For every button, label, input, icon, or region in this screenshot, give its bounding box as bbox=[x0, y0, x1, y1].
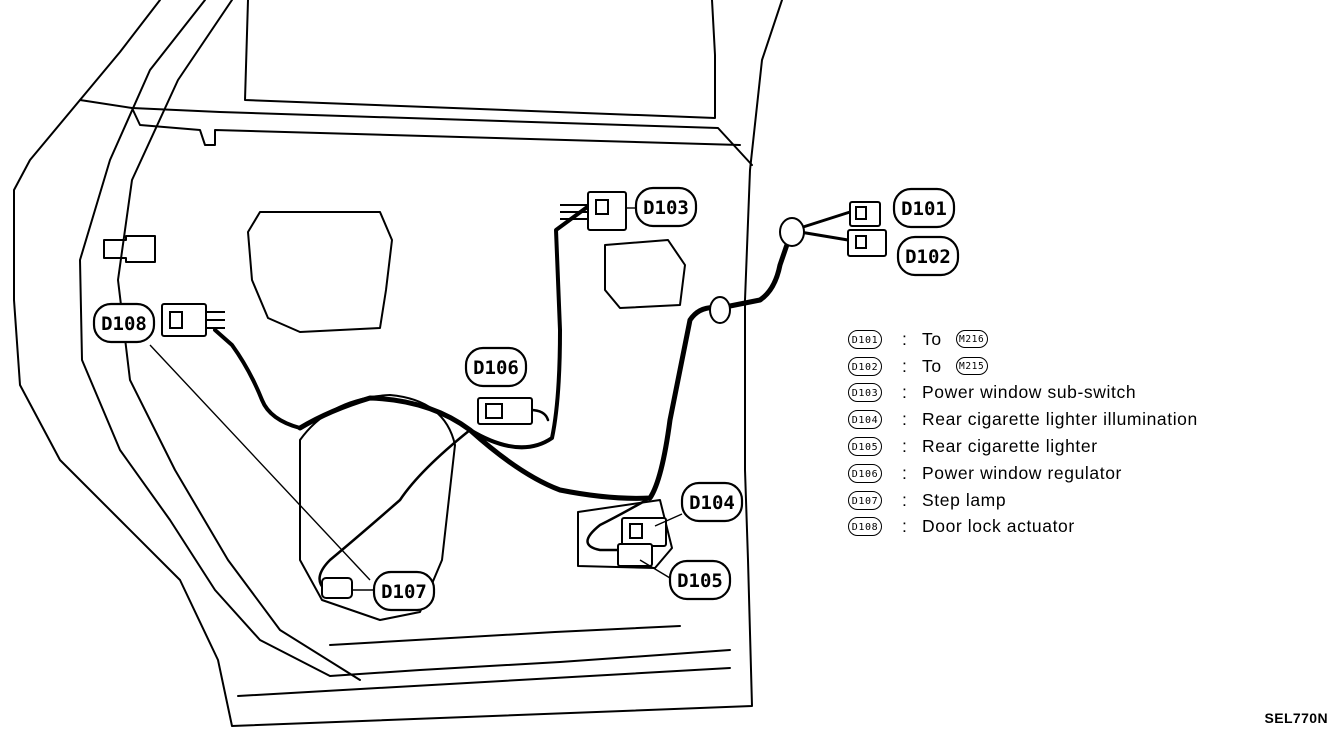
legend-text: Rear cigarette lighter illumination bbox=[922, 409, 1198, 430]
leader-d108 bbox=[149, 344, 371, 581]
connector-d101 bbox=[849, 201, 881, 227]
legend-separator: : bbox=[902, 382, 908, 403]
legend-code: D103 bbox=[848, 383, 882, 403]
harness-branch-d103 bbox=[468, 203, 592, 450]
legend-row-d108: D108 : Door lock actuator bbox=[848, 514, 1288, 541]
door-bottom-line bbox=[237, 667, 731, 697]
svg-text:D108: D108 bbox=[101, 313, 147, 335]
connector-legend: D101 : To M216 D102 : To M215 D103 : Pow… bbox=[848, 326, 1288, 540]
callout-d108: D108 bbox=[92, 302, 156, 344]
legend-separator: : bbox=[902, 462, 908, 483]
legend-separator: : bbox=[902, 516, 908, 537]
svg-text:D102: D102 bbox=[905, 246, 951, 268]
legend-code: D102 bbox=[848, 356, 882, 376]
harness-branch-d107 bbox=[318, 428, 472, 592]
legend-code: D106 bbox=[848, 463, 882, 483]
figure-reference-code: SEL770N bbox=[1264, 710, 1328, 726]
door-inner-edge-2 bbox=[117, 0, 361, 681]
legend-row-d102: D102 : To M215 bbox=[848, 353, 1288, 380]
window-frame bbox=[244, 0, 716, 119]
legend-separator: : bbox=[902, 436, 908, 457]
hinge-grommet bbox=[779, 217, 805, 247]
leader-d104 bbox=[654, 513, 683, 527]
door-grommet bbox=[709, 296, 731, 324]
legend-code: D104 bbox=[848, 410, 882, 430]
legend-row-d103: D103 : Power window sub-switch bbox=[848, 380, 1288, 407]
legend-row-d106: D106 : Power window regulator bbox=[848, 460, 1288, 487]
legend-separator: : bbox=[902, 489, 908, 510]
connector-d104 bbox=[621, 517, 667, 547]
harness-branch-d102 bbox=[798, 230, 850, 242]
legend-text: To bbox=[922, 328, 942, 349]
callout-d107: D107 bbox=[372, 570, 436, 612]
legend-row-d101: D101 : To M216 bbox=[848, 326, 1288, 353]
svg-text:D105: D105 bbox=[677, 570, 723, 592]
harness-branch-d101 bbox=[798, 210, 852, 230]
window-ledge bbox=[79, 99, 753, 166]
legend-row-d104: D104 : Rear cigarette lighter illuminati… bbox=[848, 406, 1288, 433]
legend-text: Power window regulator bbox=[922, 462, 1122, 483]
service-hole-small bbox=[604, 239, 686, 309]
legend-separator: : bbox=[902, 409, 908, 430]
door-inner-edge bbox=[79, 0, 731, 677]
door-bottom-line-2 bbox=[329, 625, 681, 646]
svg-text:D106: D106 bbox=[473, 357, 519, 379]
legend-code: D107 bbox=[848, 490, 882, 510]
callout-d104: D104 bbox=[680, 481, 744, 523]
legend-text: Door lock actuator bbox=[922, 516, 1075, 537]
callout-d102: D102 bbox=[896, 235, 960, 277]
legend-code: D101 bbox=[848, 329, 882, 349]
door-outline bbox=[13, 0, 783, 727]
connector-d108 bbox=[161, 303, 225, 337]
legend-text: To bbox=[922, 355, 942, 376]
svg-text:D101: D101 bbox=[901, 198, 947, 220]
legend-row-d105: D105 : Rear cigarette lighter bbox=[848, 433, 1288, 460]
window-ledge-2 bbox=[131, 107, 741, 146]
service-hole-large bbox=[247, 211, 393, 333]
harness-branch-d104 bbox=[586, 496, 652, 552]
callout-d101: D101 bbox=[892, 187, 956, 229]
legend-separator: : bbox=[902, 328, 908, 349]
callout-d103: D103 bbox=[634, 186, 698, 228]
legend-code: D108 bbox=[848, 517, 882, 537]
callout-d105: D105 bbox=[668, 559, 732, 601]
main-harness bbox=[297, 227, 795, 501]
connector-d105 bbox=[617, 543, 653, 567]
connector-d106 bbox=[477, 397, 533, 425]
harness-branch-d108 bbox=[213, 328, 302, 430]
connector-bracket bbox=[577, 499, 673, 569]
svg-text:D104: D104 bbox=[689, 492, 735, 514]
legend-text: Power window sub-switch bbox=[922, 382, 1137, 403]
connector-d103 bbox=[560, 191, 627, 231]
connector-d107 bbox=[321, 577, 353, 599]
legend-ref: M216 bbox=[955, 330, 988, 349]
svg-text:D107: D107 bbox=[381, 581, 427, 603]
svg-text:D103: D103 bbox=[643, 197, 689, 219]
legend-text: Rear cigarette lighter bbox=[922, 436, 1098, 457]
legend-ref: M215 bbox=[955, 357, 988, 376]
legend-code: D105 bbox=[848, 437, 882, 457]
latch-cutout bbox=[103, 235, 156, 263]
leader-d105 bbox=[639, 559, 671, 579]
legend-separator: : bbox=[902, 355, 908, 376]
callout-d106: D106 bbox=[464, 346, 528, 388]
legend-row-d107: D107 : Step lamp bbox=[848, 487, 1288, 514]
legend-text: Step lamp bbox=[922, 489, 1007, 510]
connector-d102 bbox=[847, 229, 887, 257]
